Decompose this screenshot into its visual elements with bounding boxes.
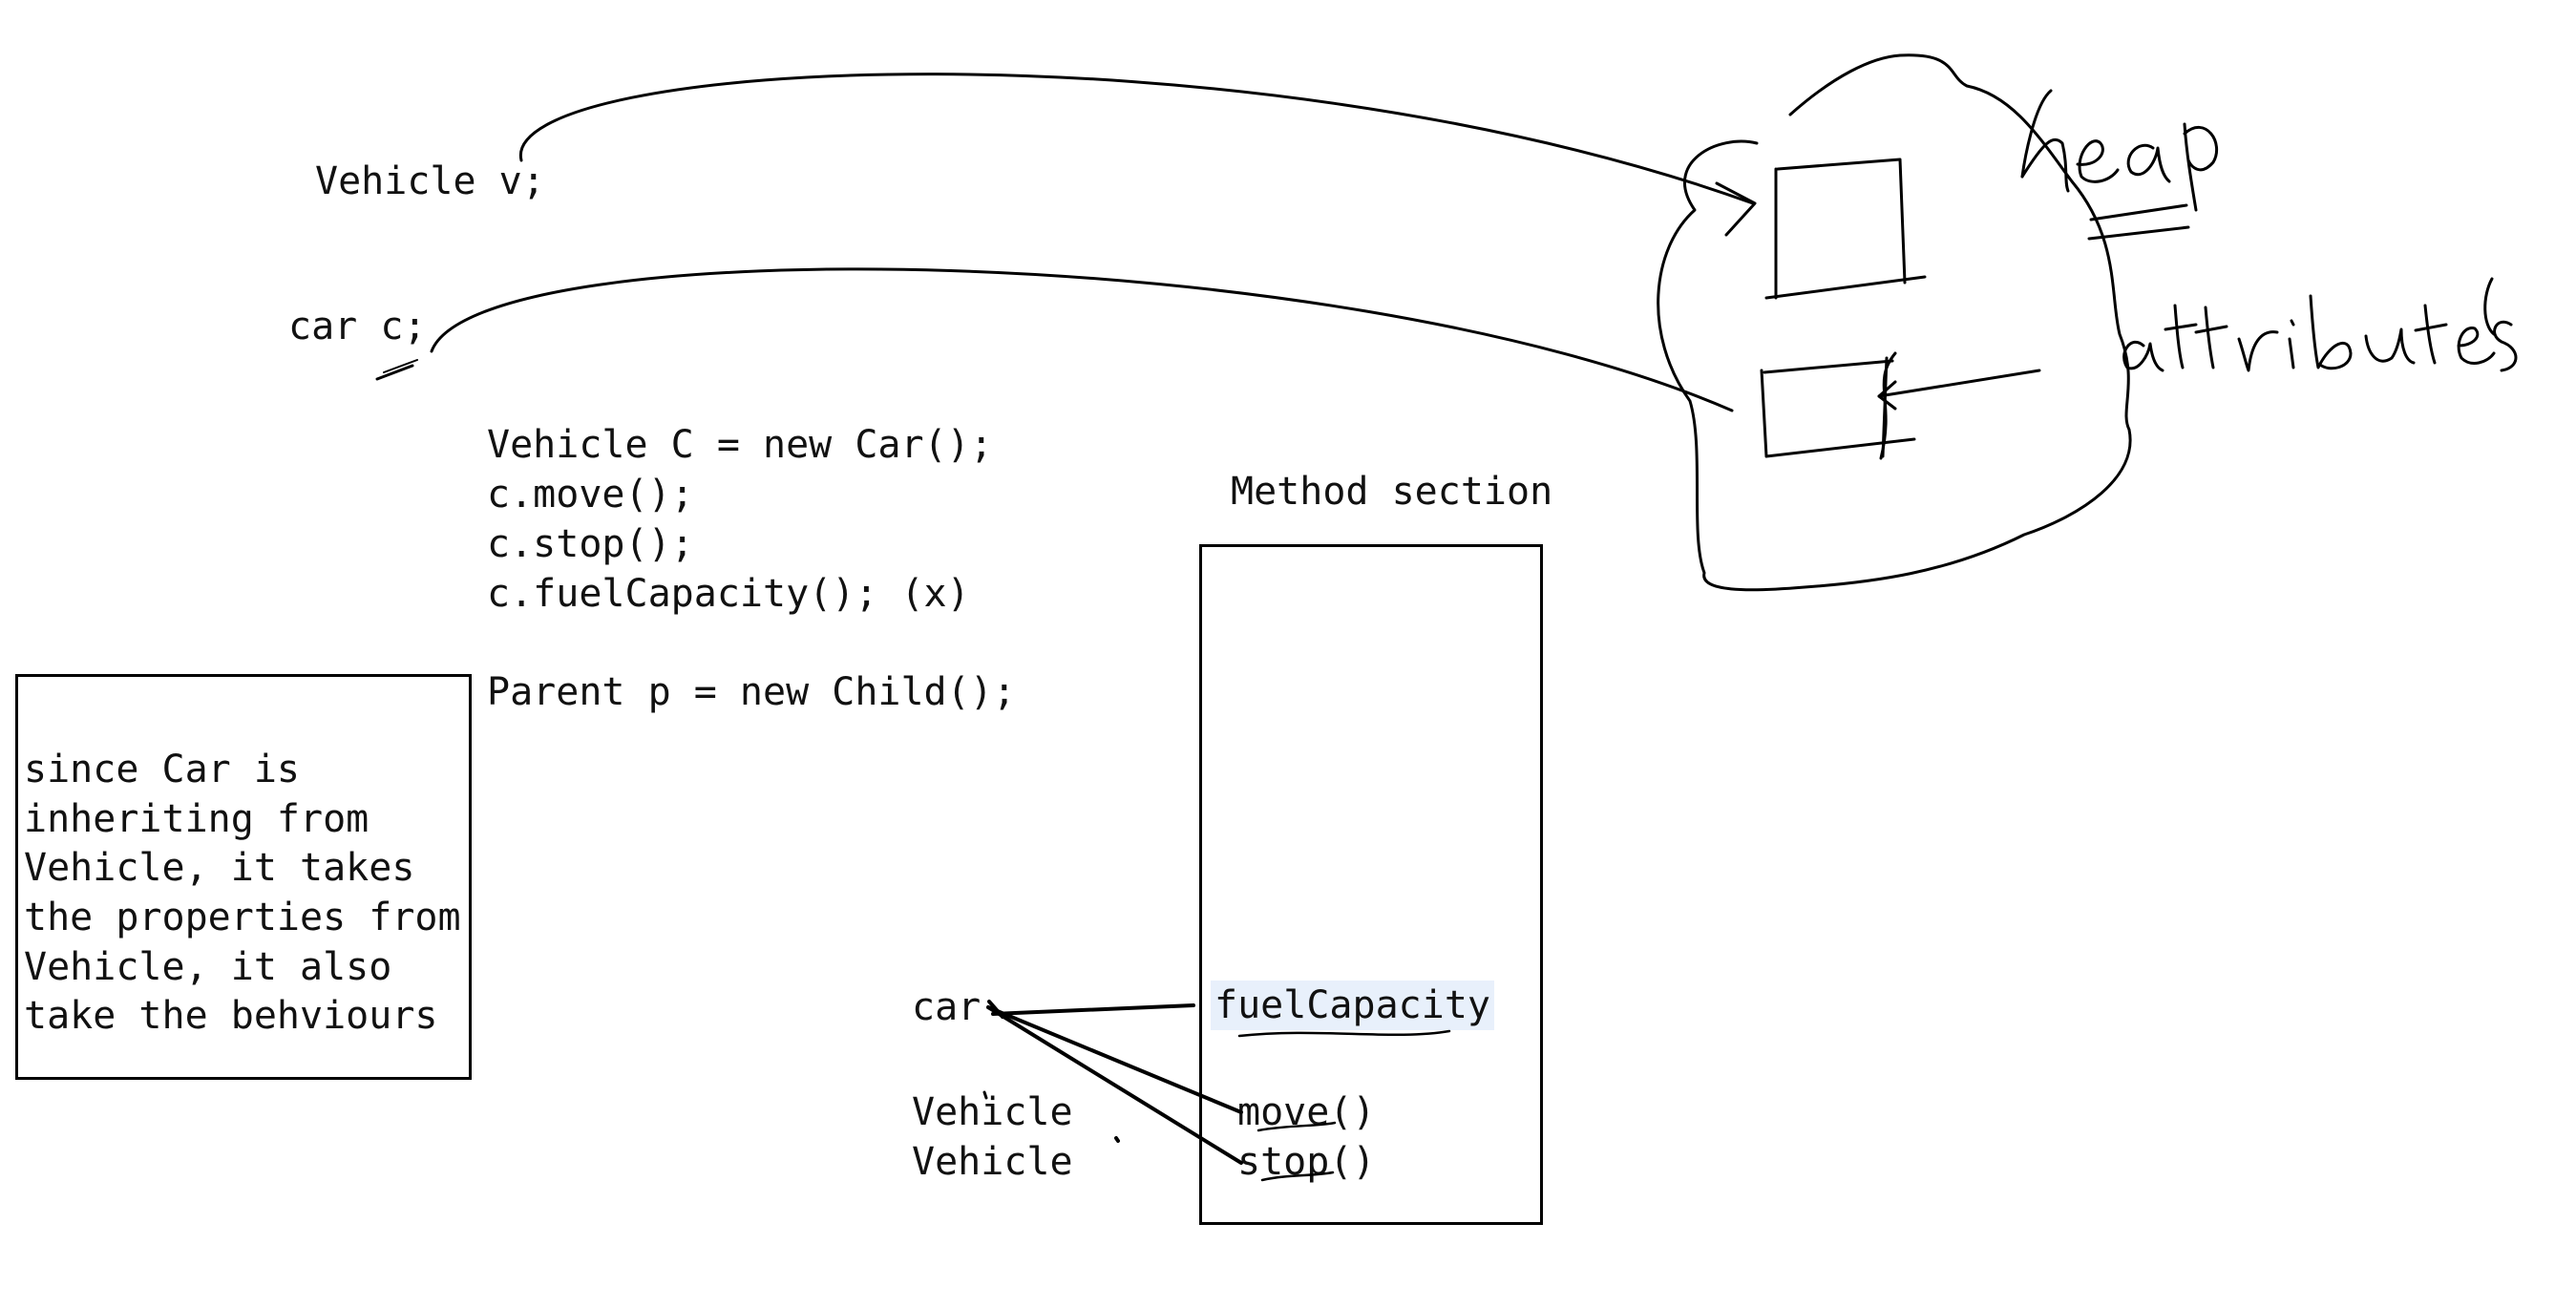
car-underline bbox=[383, 359, 418, 373]
arrow-c-to-heap bbox=[430, 267, 1734, 412]
code-line: c.stop(); bbox=[487, 522, 694, 566]
car-tick bbox=[987, 1000, 1004, 1019]
heap-cloud bbox=[1657, 53, 2132, 592]
method-move: move() bbox=[1237, 1090, 1376, 1134]
car-c-declaration: car c; bbox=[288, 305, 427, 348]
method-fuel-capacity: fuelCapacity bbox=[1211, 981, 1494, 1030]
code-line: c.fuelCapacity(); (x) bbox=[487, 572, 970, 616]
heap-handwriting bbox=[2020, 89, 2219, 241]
method-section-box bbox=[1199, 544, 1543, 1225]
code-line: c.move(); bbox=[487, 473, 694, 517]
code-line: Vehicle C = new Car(); bbox=[487, 423, 993, 467]
attributes-handwriting bbox=[2122, 277, 2518, 372]
note-line: Vehicle, it takes bbox=[24, 846, 415, 890]
owner-vehicle: Vehicle bbox=[912, 1140, 1073, 1184]
code-line: Parent p = new Child(); bbox=[487, 670, 1016, 714]
arrowhead bbox=[1715, 181, 1757, 237]
car-underline bbox=[375, 364, 414, 381]
vehicle-v-declaration: Vehicle v; bbox=[315, 159, 545, 203]
arrow-attributes bbox=[1877, 369, 2041, 398]
heap-object-2 bbox=[1760, 369, 1916, 458]
stray-mark bbox=[1114, 1136, 1120, 1143]
method-stop: stop() bbox=[1237, 1140, 1376, 1184]
note-line: inheriting from bbox=[24, 797, 370, 841]
arrow-v-to-heap bbox=[519, 73, 1755, 205]
note-line: Vehicle, it also bbox=[24, 945, 392, 989]
method-section-title: Method section bbox=[1231, 470, 1553, 514]
explanation-note-box: since Car is inheriting from Vehicle, it… bbox=[15, 674, 472, 1080]
note-line: since Car is bbox=[24, 748, 300, 791]
owner-car: car bbox=[912, 985, 982, 1029]
owner-vehicle: Vehicle bbox=[912, 1090, 1073, 1134]
link-car-fuelcapacity bbox=[991, 1003, 1195, 1016]
note-line: the properties from bbox=[24, 896, 461, 939]
note-line: take the behviours bbox=[24, 994, 438, 1038]
